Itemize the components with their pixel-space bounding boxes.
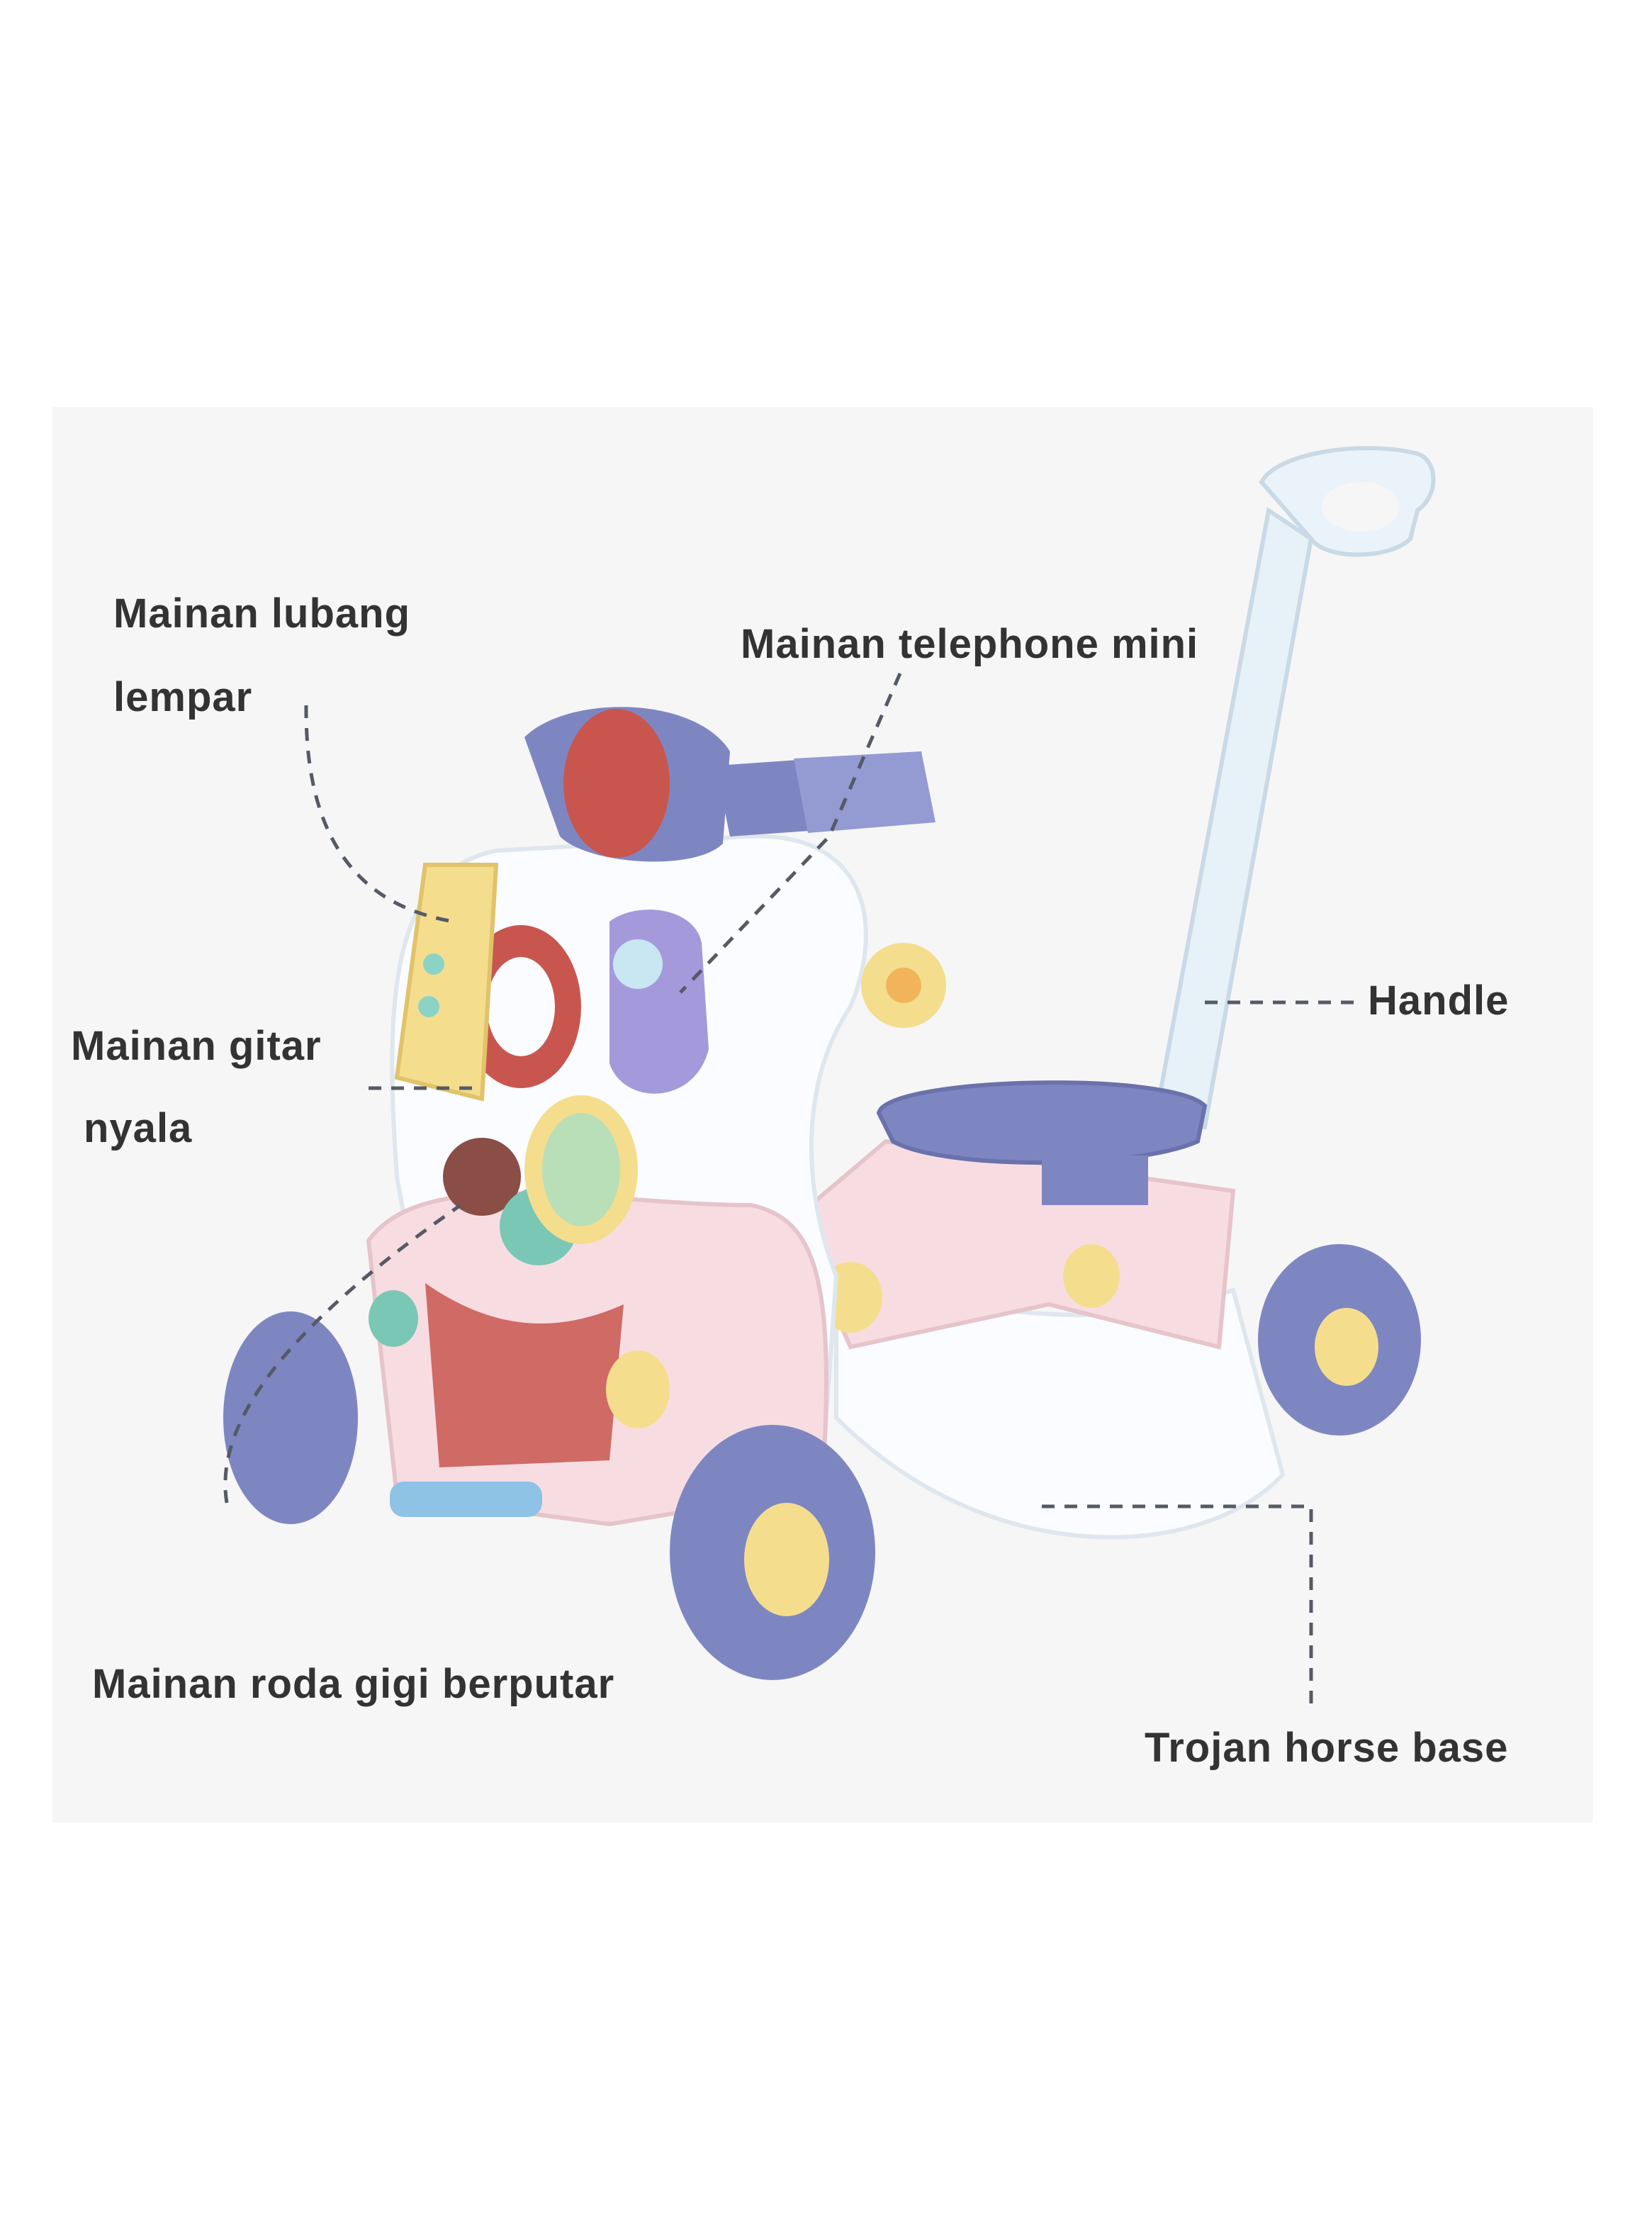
telephone-toy [524,707,935,862]
seat [876,1080,1208,1205]
callout-throw-hole-line2: lempar [113,674,253,720]
callout-handle: Handle [1368,978,1510,1024]
leader-telephone [679,673,902,994]
push-handle [1152,446,1436,1130]
gear-toy [443,1095,638,1265]
callout-gear: Mainan roda gigi berputar [92,1661,615,1707]
front-wheel-left [223,1311,358,1524]
leader-lines [223,673,1361,1708]
guitar-toy [394,863,499,1102]
callout-guitar-line1: Mainan gitar [71,1023,322,1069]
side-knob [861,943,946,1028]
callout-telephone: Mainan telephone mini [741,621,1199,667]
callout-base: Trojan horse base [1145,1725,1509,1771]
callout-guitar-line2: nyala [84,1105,193,1151]
front-wheel-right [670,1425,875,1680]
rear-wheel [1258,1244,1421,1436]
phone-dial-toy [609,910,709,1094]
callout-throw-hole-line1: Mainan lubang [113,591,410,637]
leader-throw-hole [304,705,454,924]
